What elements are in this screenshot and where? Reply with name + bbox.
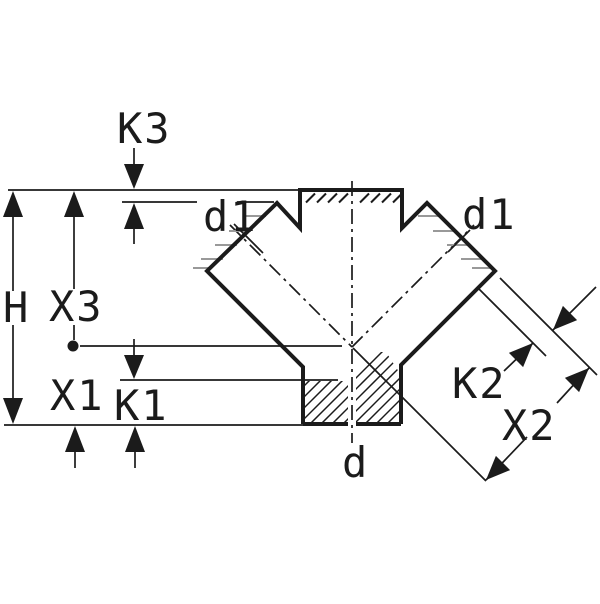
k2-arrow-upper	[553, 305, 578, 330]
left-branch-axis	[229, 224, 353, 348]
dimension-k2: K2	[452, 286, 597, 408]
x3-arrow-up	[64, 191, 84, 217]
reference-lines	[4, 189, 342, 426]
fitting-body	[204, 188, 498, 424]
x2-arrow-upper	[564, 368, 589, 393]
x2-center-reference-line	[352, 347, 487, 482]
center-lines	[229, 181, 475, 443]
k1-label: K1	[114, 381, 169, 430]
dimension-x1: X1	[50, 371, 105, 468]
diagonal-reference-lines	[352, 277, 598, 482]
spigot-hatch-left	[305, 381, 348, 422]
dimension-x3: X3	[49, 191, 104, 352]
dimension-k1: K1	[114, 339, 169, 468]
x3-center-dot	[67, 340, 79, 352]
d1-tick-right	[447, 229, 471, 253]
k1-arrow-up	[125, 426, 145, 452]
h-arrow-up	[3, 191, 23, 217]
fitting-outline	[204, 188, 498, 426]
d-label: d	[342, 438, 369, 487]
x2-arrow-lower	[486, 455, 511, 480]
x3-label: X3	[49, 282, 104, 331]
face-extension-line	[499, 277, 598, 376]
h-arrow-down	[3, 398, 23, 424]
x1-label: X1	[50, 371, 105, 420]
k3-label: K3	[117, 104, 172, 153]
k2-label: K2	[452, 359, 507, 408]
d1-label-left: d1	[203, 192, 258, 241]
k1-arrow-down	[124, 355, 144, 379]
socket-depth-line	[476, 286, 547, 357]
d1-strike-ticks	[233, 223, 471, 254]
k3-arrow-up	[124, 203, 144, 229]
k3-arrow-down	[124, 164, 144, 189]
d1-label-right: d1	[462, 190, 517, 239]
x1-arrow-up	[65, 426, 85, 452]
dimension-h: H	[3, 191, 30, 424]
h-label: H	[3, 283, 30, 332]
top-face-hatch	[305, 192, 403, 204]
dimension-k3: K3	[117, 104, 172, 244]
x2-label: X2	[502, 401, 557, 450]
dimension-x2: X2	[485, 367, 590, 481]
k2-arrow-lower	[508, 343, 533, 368]
d1-tick-left	[233, 223, 264, 254]
